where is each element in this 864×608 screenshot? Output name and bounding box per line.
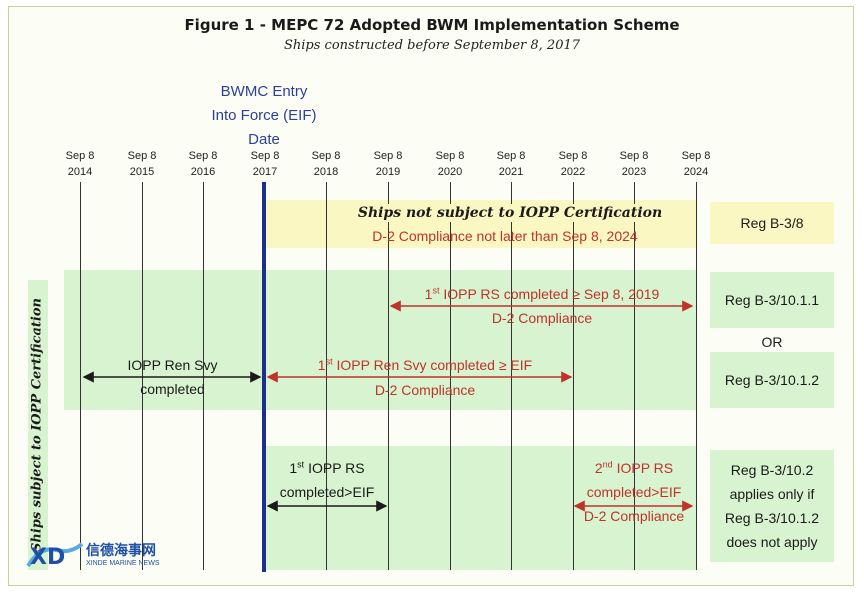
logo-mark-text: XD (30, 545, 65, 570)
row-c-right-line3: D-2 Compliance (583, 508, 685, 524)
year-tick-month: Sep 8 (127, 150, 157, 162)
row-b-line1: 1st IOPP Ren Svy completed ≥ EIF (280, 356, 570, 374)
year-tick-label: Sep 8 2019 (363, 148, 413, 180)
not-subject-text: D-2 Compliance not later than Sep 8, 202… (372, 228, 638, 244)
reg-box-b3-10-2-line: Reg B-3/10.1.2 (724, 510, 820, 526)
year-tick-label: Sep 8 2014 (55, 148, 105, 180)
year-tick-label: Sep 8 2023 (609, 148, 659, 180)
eif-label: BWMC Entry Into Force (EIF) Date (198, 80, 330, 152)
year-gridline (80, 182, 81, 570)
logo-mark-icon: XD (26, 542, 84, 570)
row-b-ordinal: 1 (317, 357, 326, 373)
logo-name-cn: 信德海事网 (86, 543, 156, 559)
year-gridline (696, 182, 697, 570)
row-a-ordinal: 1 (424, 286, 433, 302)
year-tick-month: Sep 8 (373, 150, 403, 162)
not-subject-heading: Ships not subject to IOPP Certification (340, 204, 680, 222)
row-c-left-ordinal: 1 (289, 460, 298, 476)
year-tick-year: 2021 (498, 166, 524, 178)
row-a-line2: D-2 Compliance (491, 310, 593, 326)
year-tick-month: Sep 8 (435, 150, 465, 162)
reg-box-b3-10-1-1: Reg B-3/10.1.1 (710, 272, 834, 328)
logo-name-en: XINDE MARINE NEWS (86, 560, 160, 567)
year-gridline (634, 182, 635, 570)
row-c-right-line1-text: IOPP RS (612, 460, 674, 476)
eif-label-line: Into Force (EIF) (211, 107, 317, 124)
or-label: OR (761, 334, 783, 350)
row-a-line1: 1st IOPP RS completed ≥ Sep 8, 2019 (392, 285, 692, 303)
year-tick-year: 2023 (621, 166, 647, 178)
subject-band-upper (64, 270, 696, 410)
figure-title: Figure 1 - MEPC 72 Adopted BWM Implement… (184, 16, 680, 34)
reg-box-b3-10-2-line: applies only if (729, 486, 815, 502)
watermark-logo: XD 信德海事网 XINDE MARINE NEWS (26, 540, 186, 574)
year-tick-label: Sep 8 2016 (178, 148, 228, 180)
row-c-right-ordinal-suffix: nd (602, 459, 613, 470)
row-b-ordinal-suffix: st (325, 356, 333, 367)
year-tick-label: Sep 8 2022 (548, 148, 598, 180)
year-tick-year: 2017 (252, 166, 278, 178)
year-tick-year: 2024 (683, 166, 709, 178)
year-tick-label: Sep 8 2021 (486, 148, 536, 180)
row-c-left-line1: 1st IOPP RS (266, 459, 388, 477)
row-c-right-ordinal: 2 (594, 460, 603, 476)
year-tick-month: Sep 8 (311, 150, 341, 162)
row-c-right-line2: completed>EIF (586, 484, 682, 500)
year-tick-year: 2019 (375, 166, 401, 178)
year-tick-label: Sep 8 2017 (240, 148, 290, 180)
eif-label-line: Date (248, 131, 280, 148)
row-c-right-line1: 2nd IOPP RS (572, 459, 696, 477)
row-b-line1-text: IOPP Ren Svy completed ≥ EIF (332, 357, 533, 373)
year-tick-year: 2015 (129, 166, 155, 178)
year-tick-label: Sep 8 2015 (117, 148, 167, 180)
row-b-left-line2: completed (140, 381, 205, 397)
row-a-ordinal-suffix: st (432, 285, 440, 296)
year-tick-year: 2020 (437, 166, 463, 178)
reg-box-b3-10-2-line: Reg B-3/10.2 (730, 462, 814, 478)
year-tick-month: Sep 8 (558, 150, 588, 162)
reg-box-b3-8: Reg B-3/8 (710, 202, 834, 244)
row-c-left-line2: completed>EIF (279, 484, 375, 500)
row-b-line2: D-2 Compliance (374, 382, 476, 398)
figure-subtitle: Ships constructed before September 8, 20… (283, 38, 581, 53)
year-tick-year: 2018 (313, 166, 339, 178)
reg-box-b3-10-2: Reg B-3/10.2 applies only if Reg B-3/10.… (710, 450, 834, 562)
row-a-line1-text: IOPP RS completed ≥ Sep 8, 2019 (439, 286, 660, 302)
year-tick-month: Sep 8 (65, 150, 95, 162)
year-tick-year: 2014 (67, 166, 93, 178)
eif-date-line (262, 182, 266, 572)
row-c-left-line1-text: IOPP RS (304, 460, 365, 476)
year-gridline (573, 182, 574, 570)
subject-side-band (28, 280, 48, 570)
row-c-left-ordinal-suffix: st (297, 459, 305, 470)
year-tick-month: Sep 8 (250, 150, 280, 162)
year-tick-month: Sep 8 (681, 150, 711, 162)
eif-label-line: BWMC Entry (220, 83, 308, 100)
reg-box-b3-10-2-line: does not apply (726, 534, 818, 550)
year-tick-month: Sep 8 (619, 150, 649, 162)
year-tick-year: 2016 (190, 166, 216, 178)
row-b-left-line1: IOPP Ren Svy (127, 357, 218, 373)
reg-box-b3-10-1-2: Reg B-3/10.1.2 (710, 352, 834, 408)
year-tick-label: Sep 8 2020 (425, 148, 475, 180)
year-tick-month: Sep 8 (496, 150, 526, 162)
year-tick-label: Sep 8 2018 (301, 148, 351, 180)
year-tick-label: Sep 8 2024 (671, 148, 721, 180)
year-tick-year: 2022 (560, 166, 586, 178)
year-tick-month: Sep 8 (188, 150, 218, 162)
